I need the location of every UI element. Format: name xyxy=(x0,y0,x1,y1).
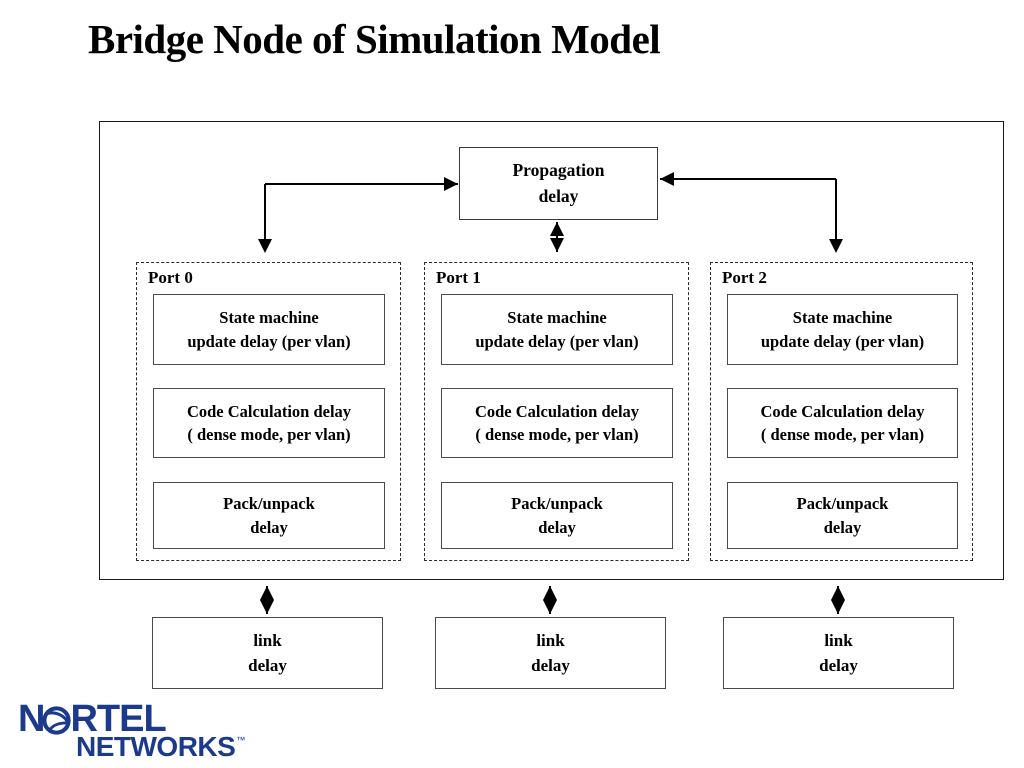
port-1-pack-unpack-box: Pack/unpack delay xyxy=(441,482,673,549)
logo-trademark-symbol: ™ xyxy=(236,735,246,745)
port-0-state-machine-line-1: State machine xyxy=(219,308,319,328)
port-2-code-calculation-line-1: Code Calculation delay xyxy=(760,401,925,421)
port-label-0: Port 0 xyxy=(148,268,193,287)
port-2-pack-unpack-line-1: Pack/unpack xyxy=(796,494,889,514)
port-2-pack-unpack-line-2: delay xyxy=(823,517,862,537)
logo-networks-row: NETWORKS ™ xyxy=(76,733,245,761)
link-delay-2-line-1: link xyxy=(824,630,853,650)
port-0-state-machine-line-2: update delay (per vlan) xyxy=(187,331,351,351)
port-2-pack-unpack-box: Pack/unpack delay xyxy=(727,482,958,549)
port-0-pack-unpack-box: Pack/unpack delay xyxy=(153,482,385,549)
propagation-delay-line-2: delay xyxy=(538,185,579,206)
link-delay-0-line-1: link xyxy=(253,630,282,650)
logo-letters-rtel: RTEL xyxy=(70,698,166,740)
propagation-delay-line-1: Propagation xyxy=(512,160,605,181)
port-group-2: Port 2 State machine update delay (per v… xyxy=(710,262,973,561)
link-delay-0-line-2: delay xyxy=(248,656,287,675)
port-1-state-machine-line-1: State machine xyxy=(507,308,607,328)
port-group-0: Port 0 State machine update delay (per v… xyxy=(136,262,401,561)
port-group-1: Port 1 State machine update delay (per v… xyxy=(424,262,689,561)
port-2-state-machine-box: State machine update delay (per vlan) xyxy=(727,294,958,365)
link-delay-box-1: link delay xyxy=(435,617,666,689)
port-label-2: Port 2 xyxy=(722,268,767,287)
logo-letter-n: N xyxy=(18,698,45,740)
port-2-state-machine-line-1: State machine xyxy=(792,308,893,328)
port-0-pack-unpack-line-1: Pack/unpack xyxy=(223,494,315,514)
link-delay-box-0: link delay xyxy=(152,617,383,689)
port-label-1: Port 1 xyxy=(436,268,481,287)
port-0-pack-unpack-line-2: delay xyxy=(250,517,288,537)
link-delay-2-line-2: delay xyxy=(819,656,858,675)
logo-word-networks: NETWORKS xyxy=(76,731,236,762)
link-delay-1-line-1: link xyxy=(536,630,565,650)
link-delay-1-line-2: delay xyxy=(531,656,570,675)
port-1-state-machine-box: State machine update delay (per vlan) xyxy=(441,294,673,365)
port-1-pack-unpack-line-2: delay xyxy=(538,517,576,537)
nortel-networks-logo: N RTEL NETWORKS ™ xyxy=(18,700,248,762)
port-1-state-machine-line-2: update delay (per vlan) xyxy=(475,331,639,351)
port-2-state-machine-line-2: update delay (per vlan) xyxy=(760,331,925,351)
port-0-code-calculation-line-1: Code Calculation delay xyxy=(186,401,352,421)
page-title: Bridge Node of Simulation Model xyxy=(88,16,661,62)
port-2-code-calculation-box: Code Calculation delay ( dense mode, per… xyxy=(727,388,958,458)
port-0-code-calculation-line-2: ( dense mode, per vlan) xyxy=(187,425,351,444)
nortel-globe-icon xyxy=(42,705,72,735)
port-1-code-calculation-line-1: Code Calculation delay xyxy=(474,401,640,421)
port-0-state-machine-box: State machine update delay (per vlan) xyxy=(153,294,385,365)
propagation-delay-box: Propagation delay xyxy=(459,147,658,220)
link-delay-box-2: link delay xyxy=(723,617,954,689)
logo-nortel-row: N RTEL xyxy=(18,698,167,740)
port-0-code-calculation-box: Code Calculation delay ( dense mode, per… xyxy=(153,388,385,458)
port-1-code-calculation-box: Code Calculation delay ( dense mode, per… xyxy=(441,388,673,458)
port-1-code-calculation-line-2: ( dense mode, per vlan) xyxy=(475,425,639,444)
port-2-code-calculation-line-2: ( dense mode, per vlan) xyxy=(760,425,925,444)
port-1-pack-unpack-line-1: Pack/unpack xyxy=(511,494,603,514)
